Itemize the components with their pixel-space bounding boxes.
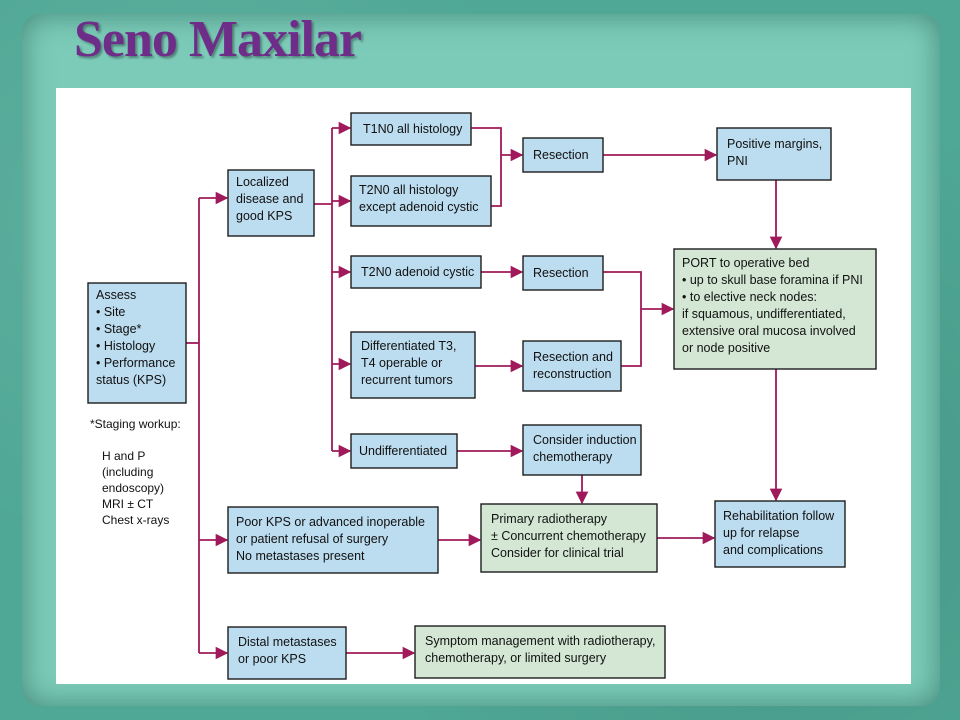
staging-note-line: H and P — [102, 449, 145, 463]
node-label-line: T2N0 all histology — [359, 183, 459, 197]
node-box — [414, 625, 666, 679]
page-title: Seno Maxilar — [74, 11, 362, 68]
node-label-line: disease and — [236, 192, 303, 206]
node-box — [522, 340, 622, 392]
node-label-line: Symptom management with radiotherapy, — [425, 634, 655, 648]
node-box — [350, 112, 472, 146]
flowchart-nodes: Assess • Site • Stage* • Histology • Perform… — [87, 112, 877, 680]
node-label-line: or patient refusal of surgery — [236, 532, 389, 546]
node-box — [87, 282, 187, 404]
node-label-line: status (KPS) — [96, 373, 166, 387]
node-t2n0-all: T2N0 all histology except adenoid cystic — [350, 175, 492, 227]
flow-connector — [471, 127, 502, 155]
node-label-line: Assess — [96, 288, 136, 302]
node-label-line: and complications — [723, 543, 823, 557]
node-label-line: • Stage* — [96, 322, 142, 336]
staging-note-line: (including — [102, 465, 153, 479]
node-label-line: Consider induction — [533, 433, 637, 447]
node-label-line: Primary radiotherapy — [491, 512, 608, 526]
node-box — [522, 255, 604, 291]
node-label-line: Undifferentiated — [359, 444, 447, 458]
node-label-line: or poor KPS — [238, 652, 306, 666]
node-label-line: Resection — [533, 266, 589, 280]
node-box — [350, 331, 476, 399]
node-label-line: Consider for clinical trial — [491, 546, 624, 560]
node-label-line: No metastases present — [236, 549, 365, 563]
node-label-line: Positive margins, — [727, 137, 822, 151]
node-resection-2: Resection — [522, 255, 604, 291]
node-label-line: Localized — [236, 175, 289, 189]
flowchart-edges — [186, 121, 783, 660]
node-poor-kps: Poor KPS or advanced inoperable or patien… — [227, 506, 439, 574]
node-differentiated: Differentiated T3, T4 operable or recurren… — [350, 331, 476, 399]
node-label-line: • up to skull base foramina if PNI — [682, 273, 863, 287]
node-box — [673, 248, 877, 370]
node-label-line: T4 operable or — [361, 356, 442, 370]
staging-workup-note: *Staging workup: H and P (including endosco… — [90, 417, 181, 527]
node-assess: Assess • Site • Stage* • Histology • Perform… — [87, 282, 187, 404]
node-label-line: ± Concurrent chemotherapy — [491, 529, 647, 543]
node-label-line: Poor KPS or advanced inoperable — [236, 515, 425, 529]
node-box — [522, 424, 642, 476]
node-positive-margins: Positive margins, PNI — [716, 127, 832, 181]
node-localized: Localized disease and good KPS — [227, 169, 315, 237]
node-box — [227, 626, 347, 680]
node-resection-1: Resection — [522, 137, 604, 173]
node-label-line: good KPS — [236, 209, 292, 223]
node-box — [716, 127, 832, 181]
node-box — [227, 506, 439, 574]
node-label-line: up for relapse — [723, 526, 799, 540]
node-label-line: • Histology — [96, 339, 156, 353]
staging-note-line: Chest x-rays — [102, 513, 169, 527]
node-label-line: Distal metastases — [238, 635, 337, 649]
staging-note-line: *Staging workup: — [90, 417, 181, 431]
flow-connector — [491, 155, 502, 207]
node-label-line: • to elective neck nodes: — [682, 290, 817, 304]
staging-note-line: endoscopy) — [102, 481, 164, 495]
node-distal: Distal metastases or poor KPS — [227, 626, 347, 680]
node-rehab: Rehabilitation follow up for relapse and c… — [714, 500, 846, 568]
node-label-line: Rehabilitation follow — [723, 509, 835, 523]
node-label-line: Differentiated T3, — [361, 339, 456, 353]
node-symptom: Symptom management with radiotherapy, che… — [414, 625, 666, 679]
node-box — [350, 255, 482, 289]
node-label-line: chemotherapy, or limited surgery — [425, 651, 607, 665]
node-t2n0-adenoid: T2N0 adenoid cystic — [350, 255, 482, 289]
node-induction: Consider induction chemotherapy — [522, 424, 642, 476]
node-box — [350, 175, 492, 227]
node-label-line: extensive oral mucosa involved — [682, 324, 856, 338]
node-box — [522, 137, 604, 173]
node-label-line: chemotherapy — [533, 450, 613, 464]
staging-note-line: MRI ± CT — [102, 497, 154, 511]
node-label-line: except adenoid cystic — [359, 200, 479, 214]
node-label-line: Resection and — [533, 350, 613, 364]
node-label-line: PNI — [727, 154, 748, 168]
node-box — [227, 169, 315, 237]
node-label-line: T1N0 all histology — [363, 122, 463, 136]
node-label-line: if squamous, undifferentiated, — [682, 307, 846, 321]
node-label-line: reconstruction — [533, 367, 612, 381]
node-undifferentiated: Undifferentiated — [350, 433, 458, 469]
flow-connector — [621, 309, 642, 367]
node-t1n0: T1N0 all histology — [350, 112, 472, 146]
flowchart-diagram: Assess • Site • Stage* • Histology • Perform… — [87, 112, 877, 680]
node-label-line: Resection — [533, 148, 589, 162]
node-primary-rt: Primary radiotherapy ± Concurrent chemoth… — [480, 503, 658, 573]
node-box — [480, 503, 658, 573]
node-resection-reconstruction: Resection and reconstruction — [522, 340, 622, 392]
node-label-line: T2N0 adenoid cystic — [361, 265, 474, 279]
node-label-line: recurrent tumors — [361, 373, 453, 387]
node-port: PORT to operative bed • up to skull base … — [673, 248, 877, 370]
flowchart-panel: Assess • Site • Stage* • Histology • Perform… — [56, 88, 911, 684]
node-label-line: • Performance — [96, 356, 175, 370]
node-label-line: • Site — [96, 305, 125, 319]
node-label-line: or node positive — [682, 341, 770, 355]
node-box — [350, 433, 458, 469]
flow-connector — [603, 271, 642, 309]
node-box — [714, 500, 846, 568]
node-label-line: PORT to operative bed — [682, 256, 809, 270]
